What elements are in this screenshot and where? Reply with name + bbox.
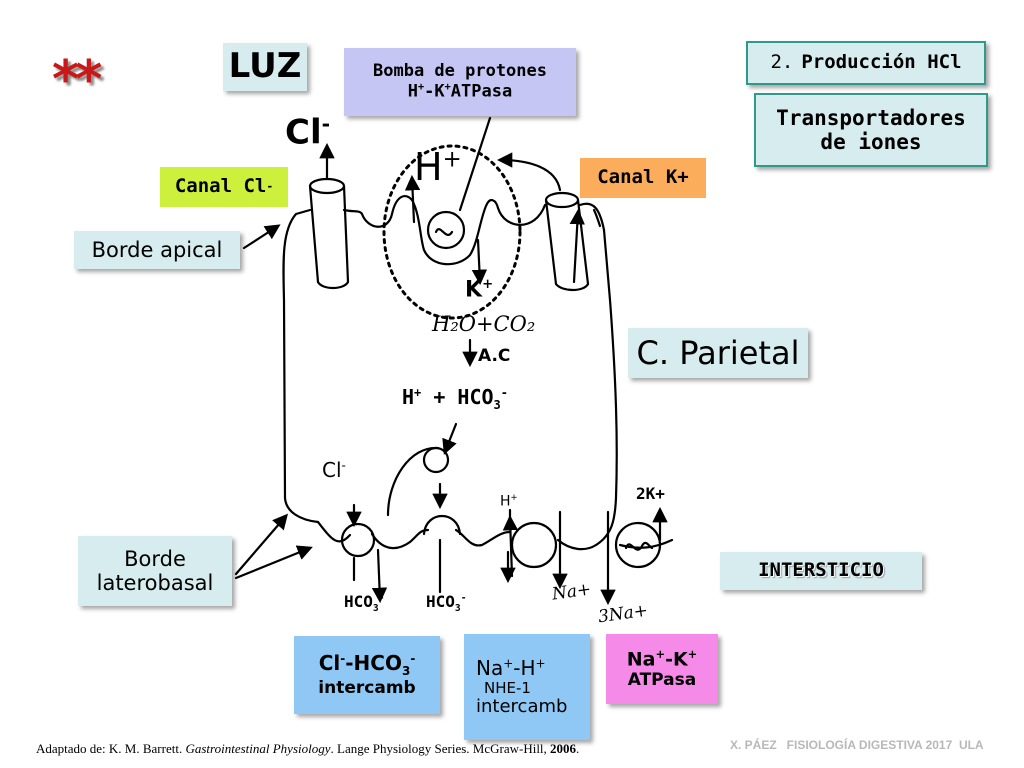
cl-hco3-line2: intercamb	[318, 677, 416, 698]
bomba-line1: Bomba de protones	[373, 61, 547, 82]
reaction-text: H+ + HCO3-	[402, 385, 509, 412]
na-h-line3: intercamb	[476, 695, 568, 717]
na-k-line1: Na+-K+	[626, 646, 698, 670]
na-k-atpasa-label: Na+-K+ ATPasa	[606, 634, 718, 704]
cl-hco3-intercamb-label: Cl--HCO3- intercamb	[294, 636, 440, 714]
produccion-number: 2.	[770, 51, 794, 74]
footer-text: X. PÁEZ FISIOLOGÍA DIGESTIVA 2017 ULA	[730, 738, 984, 752]
k2-ion-basal: 2K+	[636, 484, 665, 503]
h-ion-apical: H+	[414, 145, 462, 189]
cl-ion-basal: Cl-	[322, 458, 346, 482]
luz-label: LUZ	[223, 43, 307, 91]
borde-apical-label: Borde apical	[74, 231, 240, 269]
hco3-basal-a: HCO3-	[344, 592, 385, 615]
canal-k-label: Canal K+	[580, 158, 706, 198]
na-k-line2: ATPasa	[627, 669, 697, 690]
h2o-co2-text: H₂O+CO₂	[432, 312, 536, 336]
cl-ion-apical: Cl-	[285, 112, 331, 153]
na-h-exchanger	[510, 521, 558, 569]
na-h-line1: Na+-H+	[476, 655, 546, 680]
intersticio-label: INTERSTICIO	[720, 552, 922, 590]
dotted-oval	[382, 144, 522, 320]
c-parietal-label: C. Parietal	[628, 328, 808, 378]
transportadores-line2: de iones	[820, 130, 922, 154]
k-ion-inner: K+	[465, 277, 494, 303]
na-h-line2: NHE-1	[484, 678, 531, 697]
na-k-atpase	[614, 521, 662, 569]
luz-text: LUZ	[228, 46, 302, 87]
proton-pump-circle	[426, 210, 466, 250]
citation-text: Adaptado de: K. M. Barrett. Gastrointest…	[36, 741, 580, 756]
ac-label: A.C	[478, 346, 511, 366]
canal-cl-label: Canal Cl-	[160, 167, 288, 207]
bomba-protones-label: Bomba de protones H+-K+ATPasa	[344, 48, 576, 116]
cl-hco3-line1: Cl--HCO3-	[318, 650, 416, 678]
cl-channel-apical	[308, 184, 350, 284]
transportadores-label: Transportadores de iones	[754, 93, 988, 167]
cl-hco3-exchanger	[340, 522, 376, 558]
stars-mark: **	[52, 50, 102, 110]
na-h-intercamb-label: Na+-H+ NHE-1 intercamb	[464, 634, 590, 740]
bomba-line2: H+-K+ATPasa	[407, 81, 513, 102]
cell-membrane-outline	[282, 208, 320, 524]
produccion-hcl-label: 2. Producción HCl	[746, 41, 986, 85]
produccion-text: Producción HCl	[801, 51, 962, 74]
transportadores-line1: Transportadores	[776, 105, 966, 130]
h-ion-basal: H+	[500, 492, 518, 510]
hco3-basal-b: HCO3-	[426, 592, 467, 615]
borde-laterobasal-label: Borde laterobasal	[78, 536, 232, 606]
k-channel-apical	[544, 198, 590, 286]
